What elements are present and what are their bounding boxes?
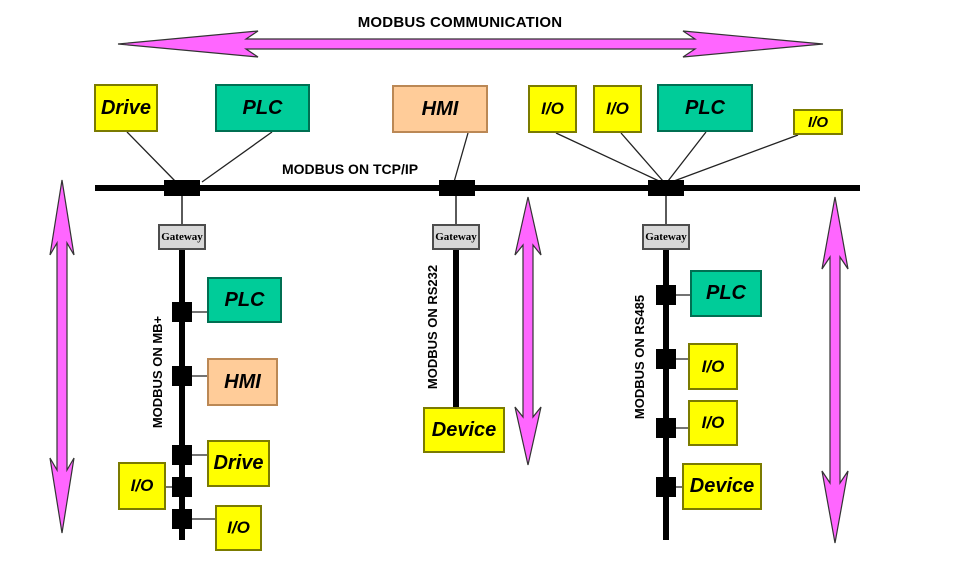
horizontal-double-arrow xyxy=(117,30,824,58)
gateway-box-middle: Gateway xyxy=(432,224,480,250)
rs485-device-device: Device xyxy=(682,463,762,510)
branch-device-connectors xyxy=(166,294,690,520)
top-device-io-2: I/O xyxy=(593,85,642,133)
gateway-box-right: Gateway xyxy=(642,224,690,250)
mbplus-device-plc: PLC xyxy=(207,277,282,323)
top-device-drive: Drive xyxy=(94,84,158,132)
vertical-double-arrow-right xyxy=(821,196,849,544)
bus-taps xyxy=(164,180,684,196)
branch-label-rs485: MODBUS ON RS485 xyxy=(631,294,647,420)
rs485-device-plc: PLC xyxy=(690,270,762,317)
top-device-io-3: I/O xyxy=(793,109,843,135)
branch-taps xyxy=(172,285,676,529)
rs485-device-io-2: I/O xyxy=(688,400,738,446)
mbplus-device-hmi: HMI xyxy=(207,358,278,406)
top-device-plc-2: PLC xyxy=(657,84,753,132)
top-device-hmi: HMI xyxy=(392,85,488,133)
mbplus-device-io-1: I/O xyxy=(118,462,166,510)
gateway-box-left: Gateway xyxy=(158,224,206,250)
branch-label-mbplus: MODBUS ON MB+ xyxy=(149,315,165,429)
mbplus-device-drive: Drive xyxy=(207,440,270,487)
bus-tap-middle xyxy=(439,180,475,196)
mbplus-device-io-2: I/O xyxy=(215,505,262,551)
vertical-double-arrow-middle xyxy=(514,196,542,466)
bus-tap-left xyxy=(164,180,200,196)
rs485-device-io-1: I/O xyxy=(688,343,738,390)
gateway-drop-lines xyxy=(181,196,667,226)
rs232-device: Device xyxy=(423,407,505,453)
bus-tap-right xyxy=(648,180,684,196)
top-device-plc-1: PLC xyxy=(215,84,310,132)
vertical-double-arrow-left xyxy=(49,179,75,534)
tcpip-bus-label: MODBUS ON TCP/IP xyxy=(281,161,419,177)
diagram-title: MODBUS COMMUNICATION xyxy=(357,14,563,31)
top-device-drop-lines xyxy=(126,131,799,183)
branch-label-rs232: MODBUS ON RS232 xyxy=(424,264,440,390)
top-device-io-1: I/O xyxy=(528,85,577,133)
